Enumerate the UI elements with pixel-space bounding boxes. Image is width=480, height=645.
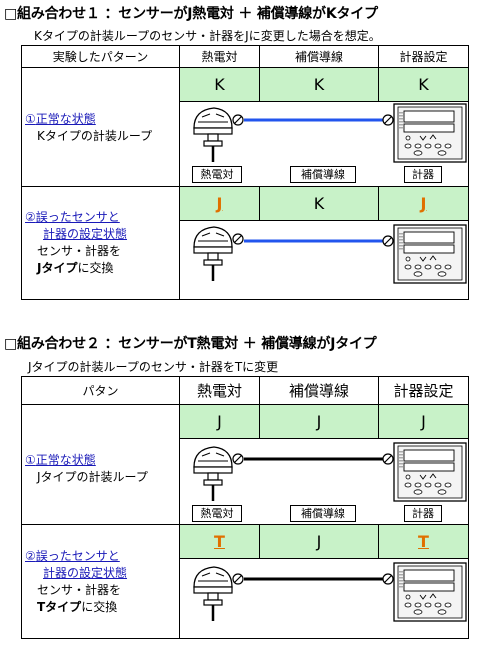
section2-title: □組み合わせ２ ：センサーがT熱電対 ＋ 補償導線がJタイプ (4, 336, 377, 352)
s1-row1-label: ①正常な状態 Kタイプの計装ループ (21, 67, 180, 187)
section1-title: □組み合わせ１ ：センサーがJ熱電対 ＋ 補償導線がKタイプ (4, 6, 378, 22)
caption-instrument: 計器 (404, 166, 442, 183)
header-pattern: 実験したパターン (21, 45, 180, 68)
caption-compensating-wire: 補償導線 (290, 166, 356, 183)
caption-instrument: 計器 (404, 505, 442, 522)
s2-row2-num: ② (25, 548, 36, 563)
s2-row2-code-tc-cell: T (179, 524, 260, 559)
s2-row2-code-inst-cell: T (378, 524, 469, 559)
s1-row2-code-tc-cell: J (179, 186, 260, 221)
header-instrument-setting: 計器設定 (378, 376, 469, 405)
s1-row1-link[interactable]: 正常な状態 (35, 112, 96, 126)
s1-row1-desc: Kタイプの計装ループ (37, 129, 153, 143)
header-instrument-setting: 計器設定 (378, 45, 469, 68)
caption-compensating-wire: 補償導線 (290, 505, 356, 522)
s2-row1-code-inst: J (378, 404, 469, 439)
s1-row1-code-inst: K (378, 67, 469, 102)
s2-row1-loop-svg (192, 442, 467, 503)
s1-row2-code-inst: J (420, 194, 427, 213)
s1-row2-code-wire: K (259, 186, 379, 221)
s2-row1-label: ①正常な状態 Jタイプの計装ループ (21, 404, 180, 525)
s1-row2-desc2-bold: Jタイプ (37, 261, 78, 275)
s1-row2-code-tc: J (216, 194, 223, 213)
s2-row1-desc: Jタイプの計装ループ (37, 469, 148, 484)
s2-row2-code-wire: J (259, 524, 379, 559)
header-compensating-wire: 補償導線 (259, 45, 379, 68)
s1-row2-link2[interactable]: 計器の設定状態 (43, 227, 128, 241)
s2-row2-desc1: センサ・計器を (37, 582, 122, 597)
section1-table: 実験したパターン 熱電対 補償導線 計器設定 ①正常な状態 Kタイプの計装ループ… (21, 45, 469, 300)
s1-row1-code-wire: K (259, 67, 379, 102)
s2-row2-link1[interactable]: 誤ったセンサと (35, 548, 120, 563)
header-pattern: パタン (21, 376, 180, 405)
header-compensating-wire: 補償導線 (259, 376, 379, 405)
s1-row2-desc1: センサ・計器を (37, 244, 122, 258)
s2-row2-link2[interactable]: 計器の設定状態 (43, 565, 128, 580)
s1-row2-num: ② (25, 210, 36, 224)
caption-thermocouple: 熱電対 (192, 505, 242, 522)
s1-row2-diagram (179, 220, 469, 300)
s2-row2-code-tc: T (214, 532, 225, 551)
s2-row2-label: ②誤ったセンサと 計器の設定状態 センサ・計器を Tタイプに交換 (21, 524, 180, 639)
s1-row1-code-tc: K (179, 67, 260, 102)
s2-row1-num: ① (25, 452, 36, 467)
section2-table: パタン 熱電対 補償導線 計器設定 ①正常な状態 Jタイプの計装ループ J J … (21, 376, 469, 639)
caption-thermocouple: 熱電対 (192, 166, 242, 183)
s1-row1-loop-svg (192, 103, 467, 164)
section2-subtitle: Jタイプの計装ループのセンサ・計器をTに変更 (28, 360, 279, 374)
s2-row2-desc2-rest: に交換 (81, 599, 118, 614)
s2-row2-desc2-bold: Tタイプ (37, 599, 82, 614)
s1-row2-link1[interactable]: 誤ったセンサと (35, 210, 120, 224)
s2-row1-diagram: 熱電対 補償導線 計器 (179, 438, 469, 525)
s1-row2-desc2-rest: に交換 (77, 261, 114, 275)
header-thermocouple: 熱電対 (179, 45, 260, 68)
s2-row2-loop-svg (192, 562, 467, 623)
s2-row1-code-tc: J (179, 404, 260, 439)
s1-row2-loop-svg (192, 224, 467, 284)
section1-subtitle: Kタイプの計装ループのセンサ・計器をJに変更した場合を想定。 (34, 29, 381, 43)
s2-row1-link[interactable]: 正常な状態 (35, 452, 96, 467)
s1-row1-diagram: 熱電対 補償導線 計器 (179, 101, 469, 187)
header-thermocouple: 熱電対 (179, 376, 260, 405)
s1-row2-code-inst-cell: J (378, 186, 469, 221)
s2-row2-code-inst: T (418, 532, 429, 551)
s1-row1-num: ① (25, 112, 36, 126)
s1-row2-label: ②誤ったセンサと 計器の設定状態 センサ・計器を Jタイプに交換 (21, 186, 180, 300)
s2-row2-diagram (179, 558, 469, 639)
s2-row1-code-wire: J (259, 404, 379, 439)
